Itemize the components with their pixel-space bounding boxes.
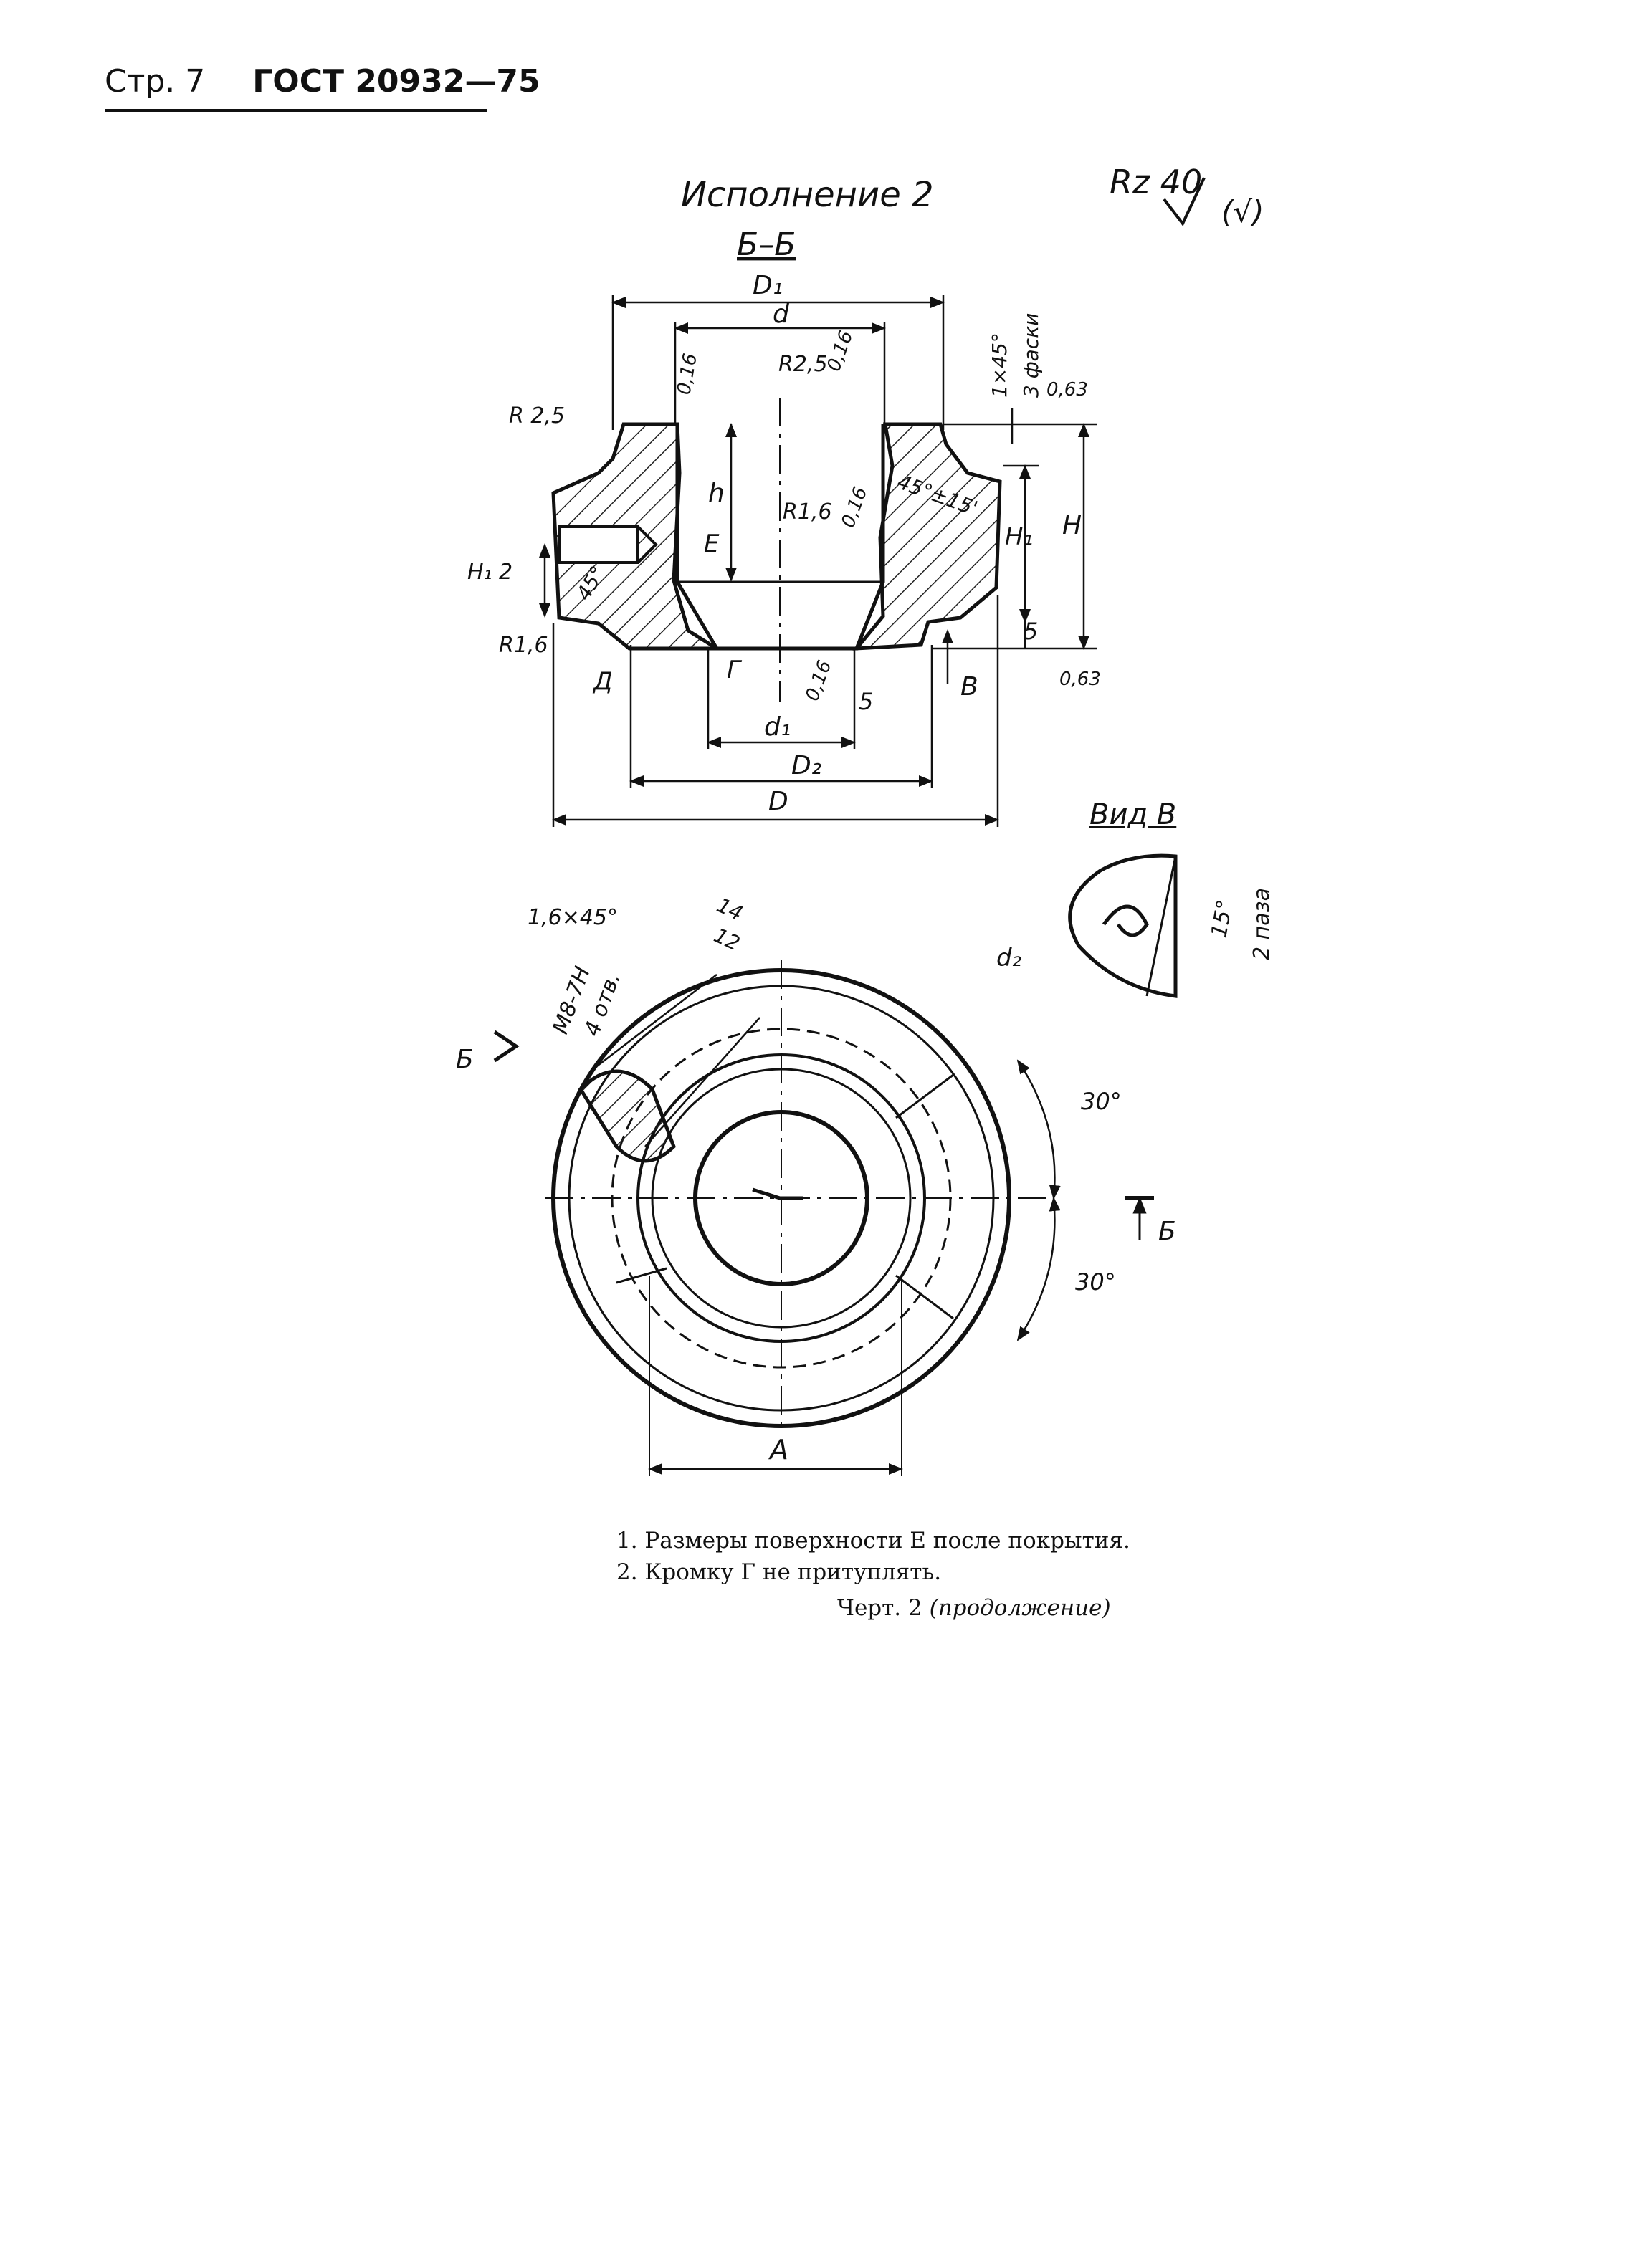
chamfer-top-note: 3 фаски [1019, 313, 1043, 398]
caption-main: Черт. 2 [837, 1595, 922, 1621]
radius-top: R2,5 [778, 352, 828, 377]
angle-15: 15° [1206, 898, 1238, 939]
dim-D: D [768, 787, 788, 816]
roughness-063-bottom: 0,63 [1059, 669, 1101, 690]
dim-h: h [708, 479, 725, 508]
slot-count: 2 паза [1249, 888, 1274, 960]
angle-30-bottom: 30° [1075, 1268, 1116, 1296]
dim-H1-den: 2 [499, 560, 512, 585]
surface-D: Д [592, 667, 613, 696]
roughness-note: (√) [1221, 194, 1264, 229]
dim-12: 12 [710, 923, 743, 955]
dim-d2: d₂ [996, 944, 1022, 972]
radius-mid: R1,6 [783, 499, 832, 525]
dim-H1: H₁ [1005, 522, 1033, 551]
chamfer-16: 1,6×45° [528, 905, 618, 930]
angle-30-top: 30° [1081, 1088, 1122, 1115]
section-mark-right: Б [1158, 1217, 1176, 1246]
section-view [551, 398, 1002, 702]
dim-d: d [773, 300, 790, 329]
section-dimensions [539, 295, 1097, 827]
radius-left-top: R 2,5 [509, 403, 565, 429]
roughness-016-a: 0,16 [673, 352, 702, 396]
page-header: Стр. 7 ГОСТ 20932—75 [105, 63, 540, 100]
variant-title: Исполнение 2 [681, 175, 934, 215]
chamfer-top: 1×45° [988, 332, 1011, 398]
view-b-detail [1068, 853, 1178, 998]
section-title: Б–Б [737, 226, 796, 263]
dim-5-right: 5 [1024, 618, 1038, 645]
roughness-063-top: 0,63 [1046, 379, 1088, 401]
plan-view [493, 960, 1154, 1476]
dim-14: 14 [713, 893, 746, 925]
roughness-016-b: 0,16 [823, 328, 857, 375]
edge-G: Г [727, 656, 743, 684]
right-hatched-body [852, 422, 1002, 651]
dim-D1: D₁ [753, 271, 783, 300]
roughness-016-d: 0,16 [801, 658, 836, 704]
dim-A: A [768, 1434, 788, 1465]
radius-left-bottom: R1,6 [499, 633, 548, 658]
dim-H1-num: H₁ [467, 560, 492, 585]
view-title: Вид В [1089, 798, 1176, 831]
note-2: 2. Кромку Г не притуплять. [616, 1559, 942, 1585]
header-rule [105, 109, 487, 112]
view-arrow-label: В [960, 672, 978, 702]
page-number: Стр. 7 [105, 63, 206, 100]
section-mark-left: Б [456, 1045, 474, 1074]
dim-d1: d₁ [764, 712, 791, 742]
surface-E: Е [704, 530, 720, 558]
dim-D2: D₂ [791, 751, 821, 780]
dim-5-bottom: 5 [859, 688, 873, 715]
roughness-label: Rz 40 [1110, 163, 1202, 201]
notes: 1. Размеры поверхности Е после покрытия.… [616, 1525, 1130, 1588]
dim-H: H [1062, 511, 1082, 540]
roughness-016-c: 0,16 [837, 484, 872, 531]
roughness-symbol: Rz 40 (√) [1110, 163, 1264, 229]
note-1: 1. Размеры поверхности Е после покрытия. [616, 1528, 1130, 1554]
standard-number: ГОСТ 20932—75 [252, 63, 540, 100]
caption-paren: (продолжение) [929, 1595, 1111, 1621]
figure-caption: Черт. 2 (продолжение) [837, 1595, 1111, 1621]
